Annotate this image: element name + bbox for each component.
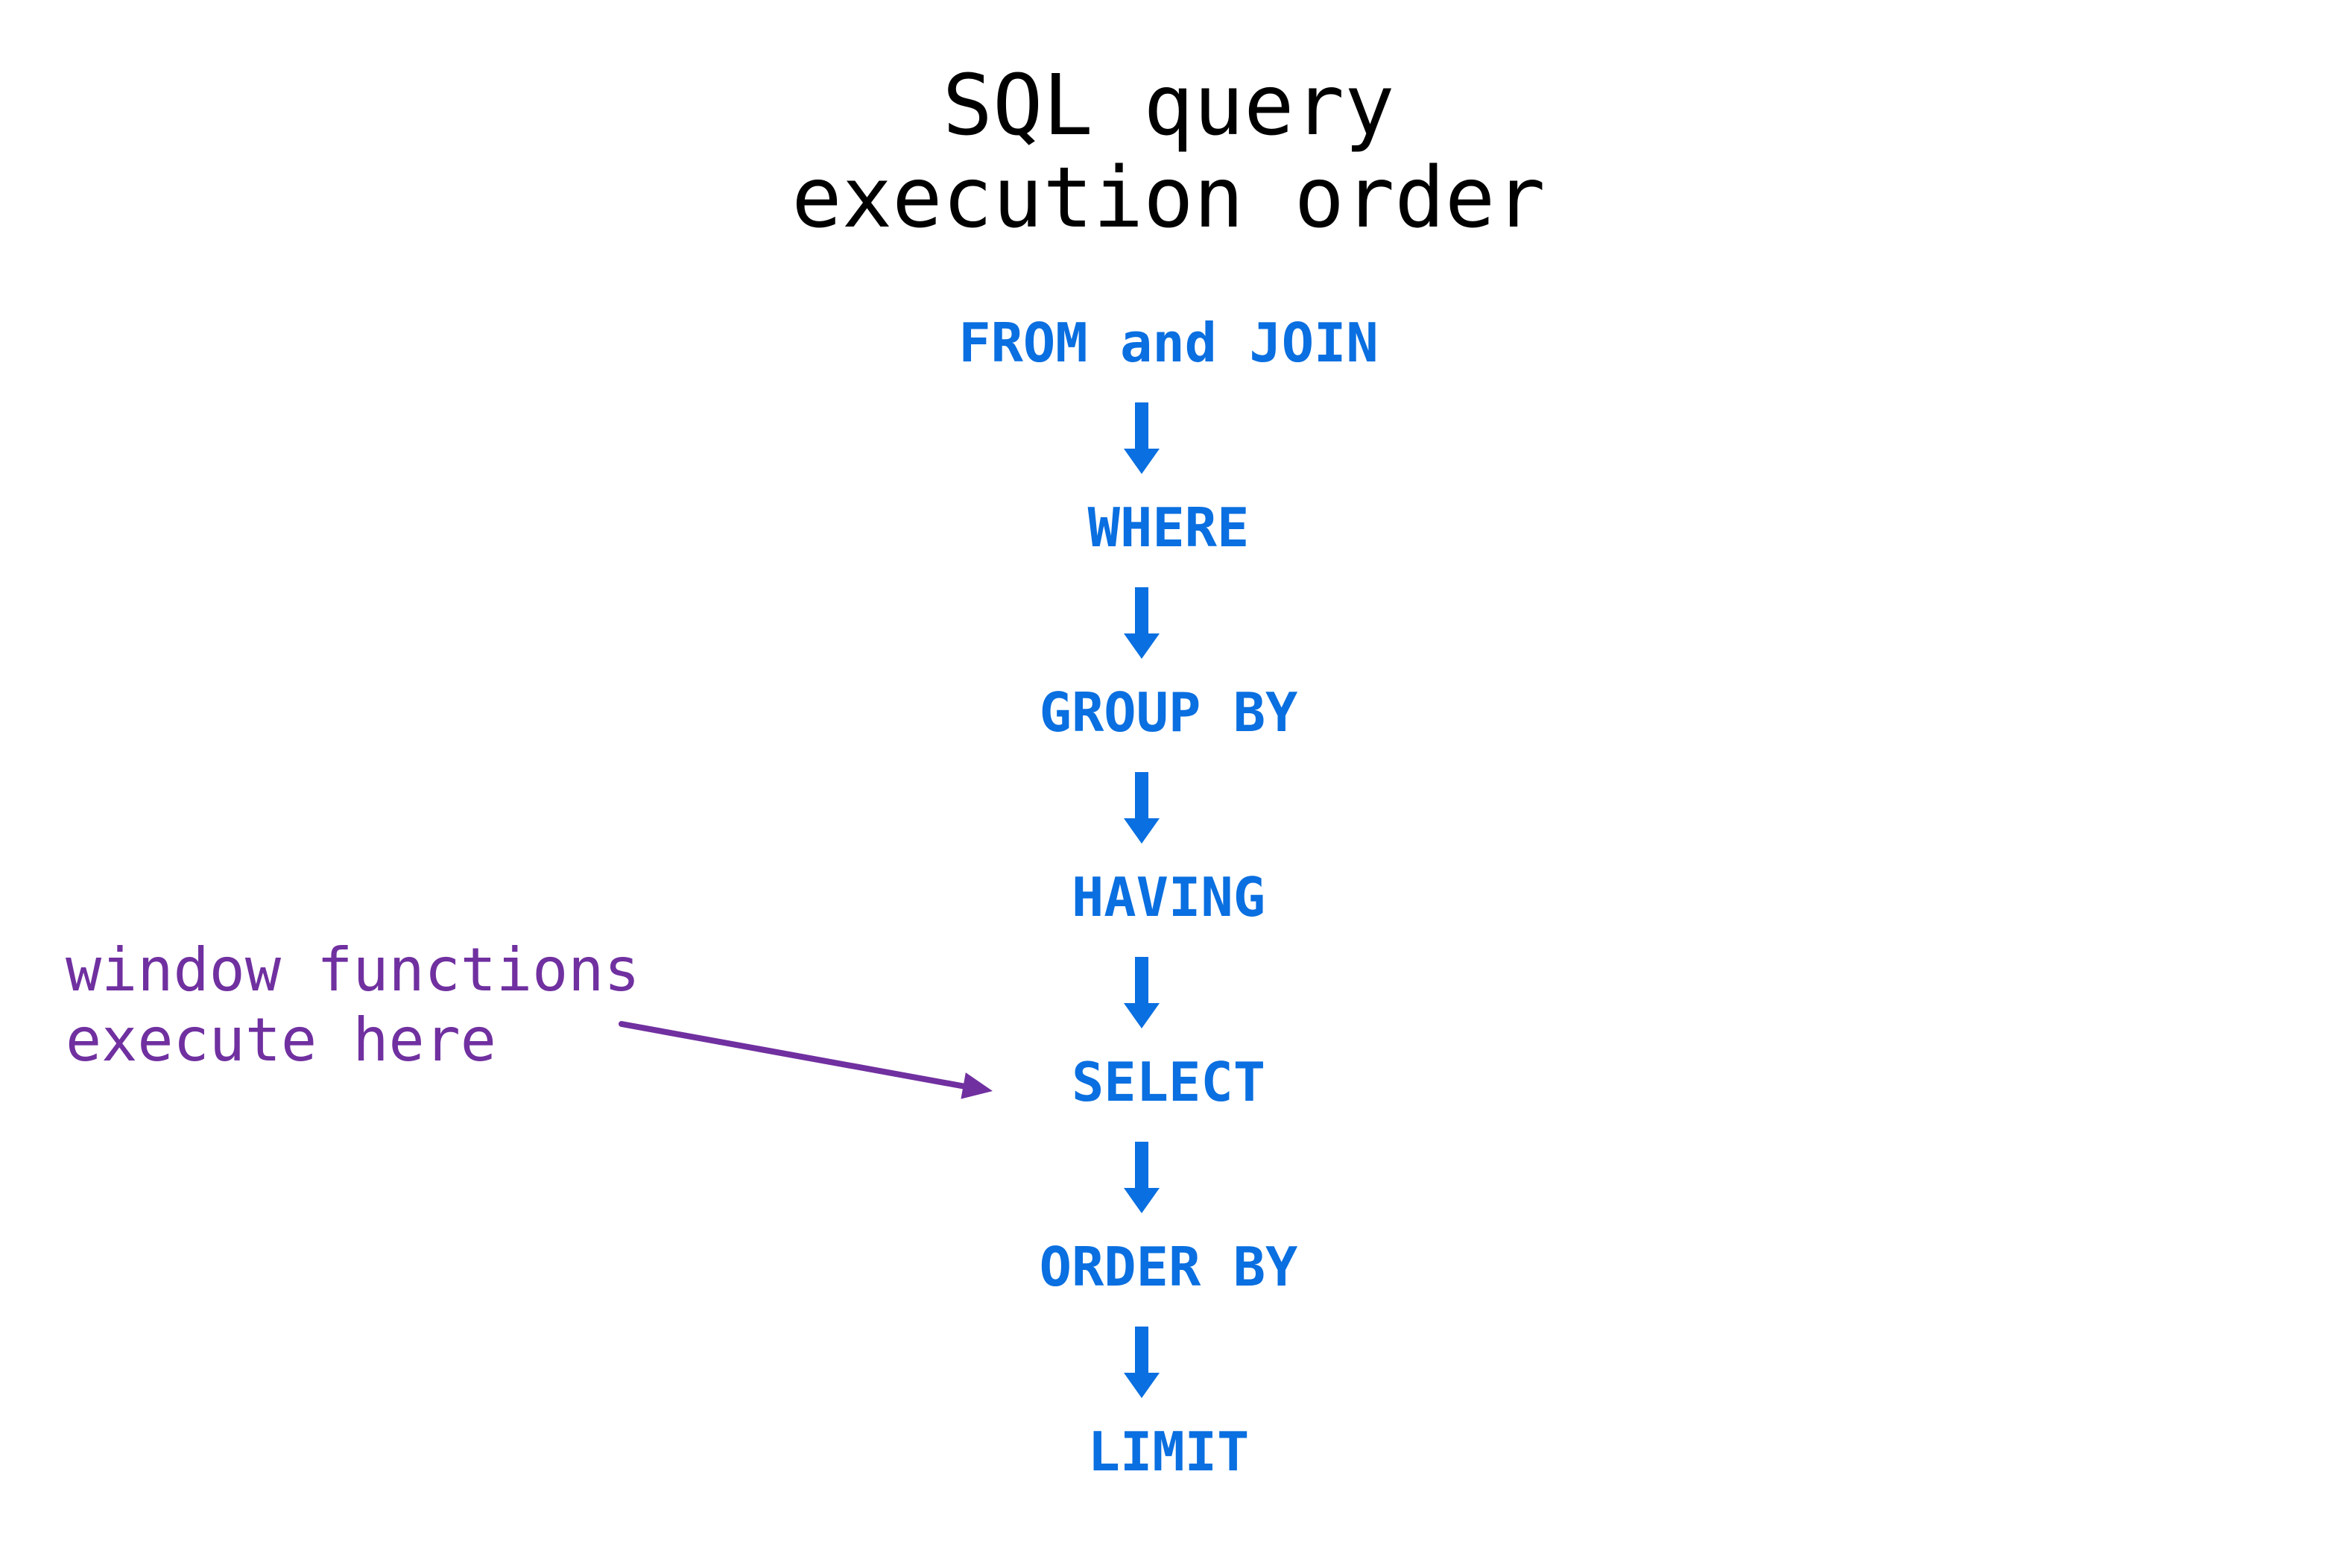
flow-arrow-down-icon bbox=[1124, 402, 1160, 474]
step-select: SELECT bbox=[1071, 1051, 1266, 1113]
annotation-line-2: execute here bbox=[66, 1005, 496, 1075]
title-line-1: SQL query bbox=[942, 57, 1395, 154]
flow-arrow-down-icon bbox=[1124, 1142, 1160, 1213]
step-group-by: GROUP BY bbox=[1039, 681, 1298, 744]
step-where: WHERE bbox=[1087, 496, 1250, 559]
flow-arrow-down-icon bbox=[1124, 957, 1160, 1028]
step-having: HAVING bbox=[1071, 866, 1266, 929]
annotation-line-1: window functions bbox=[66, 935, 640, 1005]
step-from-and-join: FROM and JOIN bbox=[958, 312, 1379, 374]
step-limit: LIMIT bbox=[1087, 1420, 1250, 1483]
flow-arrow-down-icon bbox=[1124, 772, 1160, 844]
annotation-arrow-icon bbox=[619, 1021, 993, 1099]
flow-arrow-down-icon bbox=[1124, 587, 1160, 659]
flow-arrow-down-icon bbox=[1124, 1327, 1160, 1398]
step-order-by: ORDER BY bbox=[1039, 1236, 1298, 1298]
title-line-2: execution order bbox=[791, 150, 1546, 247]
